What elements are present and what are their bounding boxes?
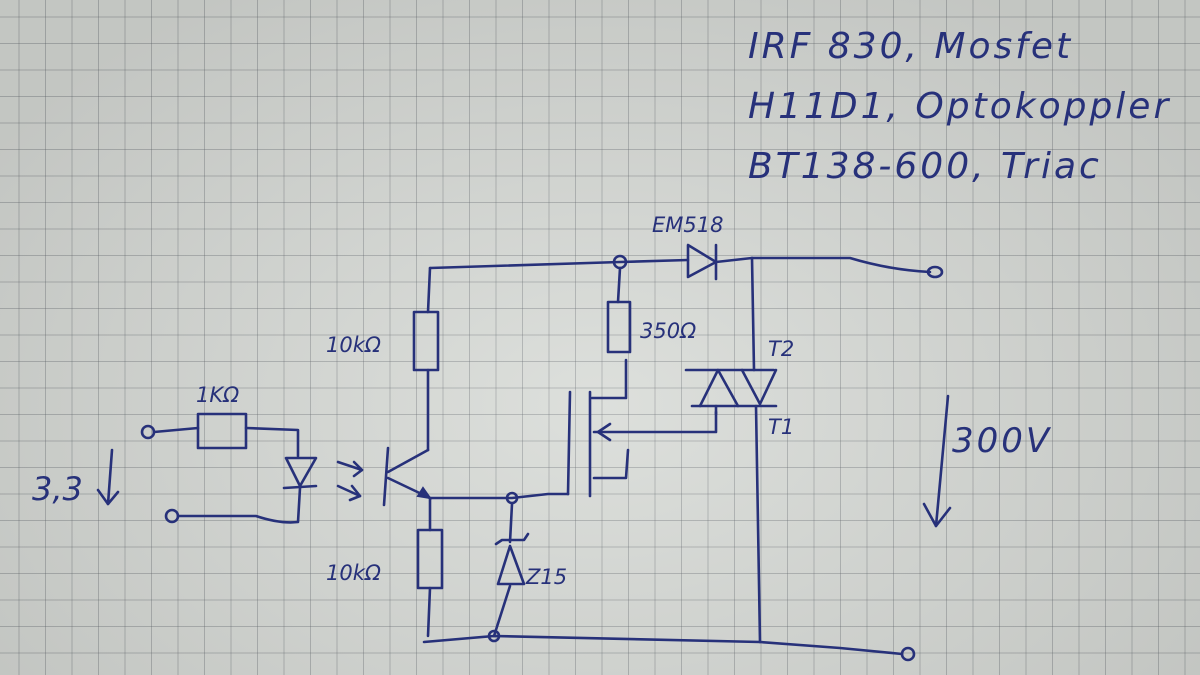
label-r-input: 1KΩ [196, 383, 239, 407]
label-r-gate: 350Ω [640, 319, 696, 343]
resistor-input [196, 412, 248, 450]
mosfet-irf830 [566, 358, 718, 498]
wire-right-rail-top [750, 256, 756, 372]
terminal-input-bottom [164, 508, 180, 524]
terminal-bottom-right [900, 646, 916, 662]
wire-emitter-node [428, 492, 570, 500]
resistor-gate [606, 300, 632, 354]
label-input-voltage: 3,3 [32, 470, 83, 508]
diode-em518 [686, 243, 754, 281]
wire-right-rail-bottom [754, 404, 762, 644]
label-r-emitter: 10kΩ [326, 561, 381, 585]
resistor-emitter [416, 528, 444, 590]
note-optocoupler: H11D1, Optokoppler [748, 86, 1171, 127]
wire-input-top [152, 426, 200, 434]
phototransistor [382, 446, 433, 507]
label-diode: EM518 [652, 213, 723, 237]
arrow-output-voltage [922, 394, 952, 528]
label-zener: Z15 [525, 565, 567, 589]
terminal-top-right [926, 265, 944, 279]
wire-to-led [244, 426, 300, 458]
triac-bt138 [684, 368, 778, 416]
wire-collector-top [426, 266, 432, 314]
zener-z15 [492, 502, 530, 638]
note-triac: BT138-600, Triac [748, 146, 1102, 187]
label-triac-t1: T1 [768, 415, 794, 439]
light-arrows [336, 460, 364, 502]
label-triac-t2: T2 [768, 337, 794, 361]
terminal-input-top [140, 424, 156, 440]
note-mosfet: IRF 830, Mosfet [748, 26, 1073, 67]
wire-r-gate-top [616, 266, 622, 304]
wire-output-top [750, 256, 932, 274]
label-r-collector: 10kΩ [326, 333, 381, 357]
wire-bottom-rail [422, 634, 904, 656]
arrow-input-voltage [96, 448, 120, 506]
junction-bottom [487, 629, 501, 643]
label-output-voltage: 300V [952, 421, 1052, 461]
resistor-collector [412, 310, 440, 372]
wire-top-rail [428, 258, 690, 270]
wire-r-emitter-bottom [426, 586, 432, 638]
led-optocoupler [176, 456, 318, 524]
